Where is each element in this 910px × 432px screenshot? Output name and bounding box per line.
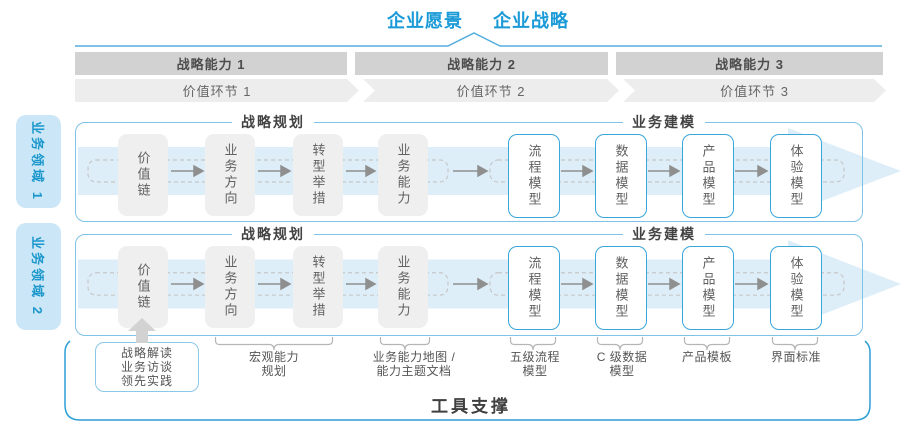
inputs-line-1: 战略解读 [120,345,173,360]
header-titles: 企业愿景 企业战略 [387,7,569,33]
business-capability-label: 业务能力 [395,143,411,207]
product-model-box-1: 产品模型 [682,134,734,218]
value-band-1-label: 价值环节 1 [182,84,252,99]
value-band-1: 价值环节 1 [75,79,359,102]
capability-band-3-label: 战略能力 3 [715,57,784,72]
business-capability-box-1: 业务能力 [378,134,428,216]
process-model-label: 流程模型 [526,256,542,320]
business-capability-label: 业务能力 [395,255,411,319]
brace-product [683,337,731,351]
value-band-3-label: 价值环节 3 [720,84,789,99]
process-model-box-2: 流程模型 [508,246,560,330]
capability-band-2-label: 战略能力 2 [447,57,516,72]
inputs-line-2: 业务访谈 [120,359,173,374]
domain-label-1: 业务领域 1 [16,115,61,208]
value-chain-box-1: 价值链 [118,134,168,216]
business-direction-label: 业务方向 [222,255,238,319]
value-band-3: 价值环节 3 [623,79,886,102]
domain-row-1: 价值链 业务方向 转型举措 业务能力 流程模型 数据模型 产品模型 体验模型 战… [75,112,901,222]
capability-band-1: 战略能力 1 [75,52,347,75]
note-ui-standard: 界面标准 [770,350,822,365]
note-product-template: 产品模板 [681,350,733,365]
value-chain-label: 价值链 [135,151,151,199]
modeling-title-1: 业务建模 [623,112,705,132]
domain-label-2: 业务领域 2 [16,223,61,330]
experience-model-label: 体验模型 [788,144,804,208]
note-ui-line-1: 界面标准 [770,350,822,364]
vision-title: 企业愿景 [387,11,463,31]
transformation-label: 转型举措 [310,255,326,319]
note-macro-line-2: 规划 [261,363,287,378]
note-process-model: 五级流程 模型 [509,350,561,379]
capability-band-3: 战略能力 3 [616,52,883,75]
planning-title-2: 战略规划 [232,224,314,244]
value-chain-label: 价值链 [135,263,151,311]
product-model-label: 产品模型 [700,256,716,320]
note-map-line-2: 能力主题文档 [376,363,452,378]
brace-data [596,337,644,351]
experience-model-label: 体验模型 [788,256,804,320]
modeling-title-2: 业务建模 [623,224,705,244]
value-band-2-label: 价值环节 2 [456,84,526,99]
transformation-box-1: 转型举措 [293,134,343,216]
transformation-box-2: 转型举措 [293,246,343,328]
vision-pointer-line [75,32,882,47]
data-model-box-2: 数据模型 [595,246,647,330]
business-direction-label: 业务方向 [222,143,238,207]
brace-ui [771,337,819,351]
transformation-label: 转型举措 [310,143,326,207]
process-model-label: 流程模型 [526,144,542,208]
business-capability-box-2: 业务能力 [378,246,428,328]
note-data-line-2: 模型 [609,363,635,378]
brace-process [509,337,557,351]
data-model-label: 数据模型 [613,256,629,320]
strategy-title: 企业战略 [493,11,569,31]
business-direction-box-2: 业务方向 [205,246,255,328]
experience-model-box-1: 体验模型 [770,134,822,218]
domain-row-2: 价值链 业务方向 转型举措 业务能力 流程模型 数据模型 产品模型 体验模型 战… [75,224,901,336]
note-map-line-1: 业务能力地图 / [372,350,456,364]
brace-macro [214,337,334,351]
data-model-box-1: 数据模型 [595,134,647,218]
planning-title-1: 战略规划 [232,112,314,132]
note-process-line-2: 模型 [522,363,548,378]
note-macro-capability: 宏观能力 规划 [248,350,300,379]
up-arrow-stem [136,330,148,343]
brace-capability-map [379,337,431,351]
note-capability-map: 业务能力地图 / 能力主题文档 [372,350,456,379]
product-model-label: 产品模型 [700,144,716,208]
value-chain-box-2: 价值链 [118,246,168,328]
process-model-box-1: 流程模型 [508,134,560,218]
note-process-line-1: 五级流程 [509,350,561,364]
inputs-line-3: 领先实践 [120,374,173,389]
data-model-label: 数据模型 [613,144,629,208]
product-model-box-2: 产品模型 [682,246,734,330]
experience-model-box-2: 体验模型 [770,246,822,330]
capability-band-1-label: 战略能力 1 [176,57,246,72]
note-product-line-1: 产品模板 [681,350,733,364]
note-data-model: C 级数据 模型 [596,350,648,379]
note-data-line-1: C 级数据 [596,350,648,364]
note-macro-line-1: 宏观能力 [248,350,300,364]
up-arrow-icon [128,318,156,331]
capability-band-2: 战略能力 2 [355,52,608,75]
value-band-2: 价值环节 2 [363,79,619,102]
tool-support-title: 工具支撑 [431,397,511,416]
strategy-inputs-box: 战略解读 业务访谈 领先实践 [95,342,199,392]
business-direction-box-1: 业务方向 [205,134,255,216]
